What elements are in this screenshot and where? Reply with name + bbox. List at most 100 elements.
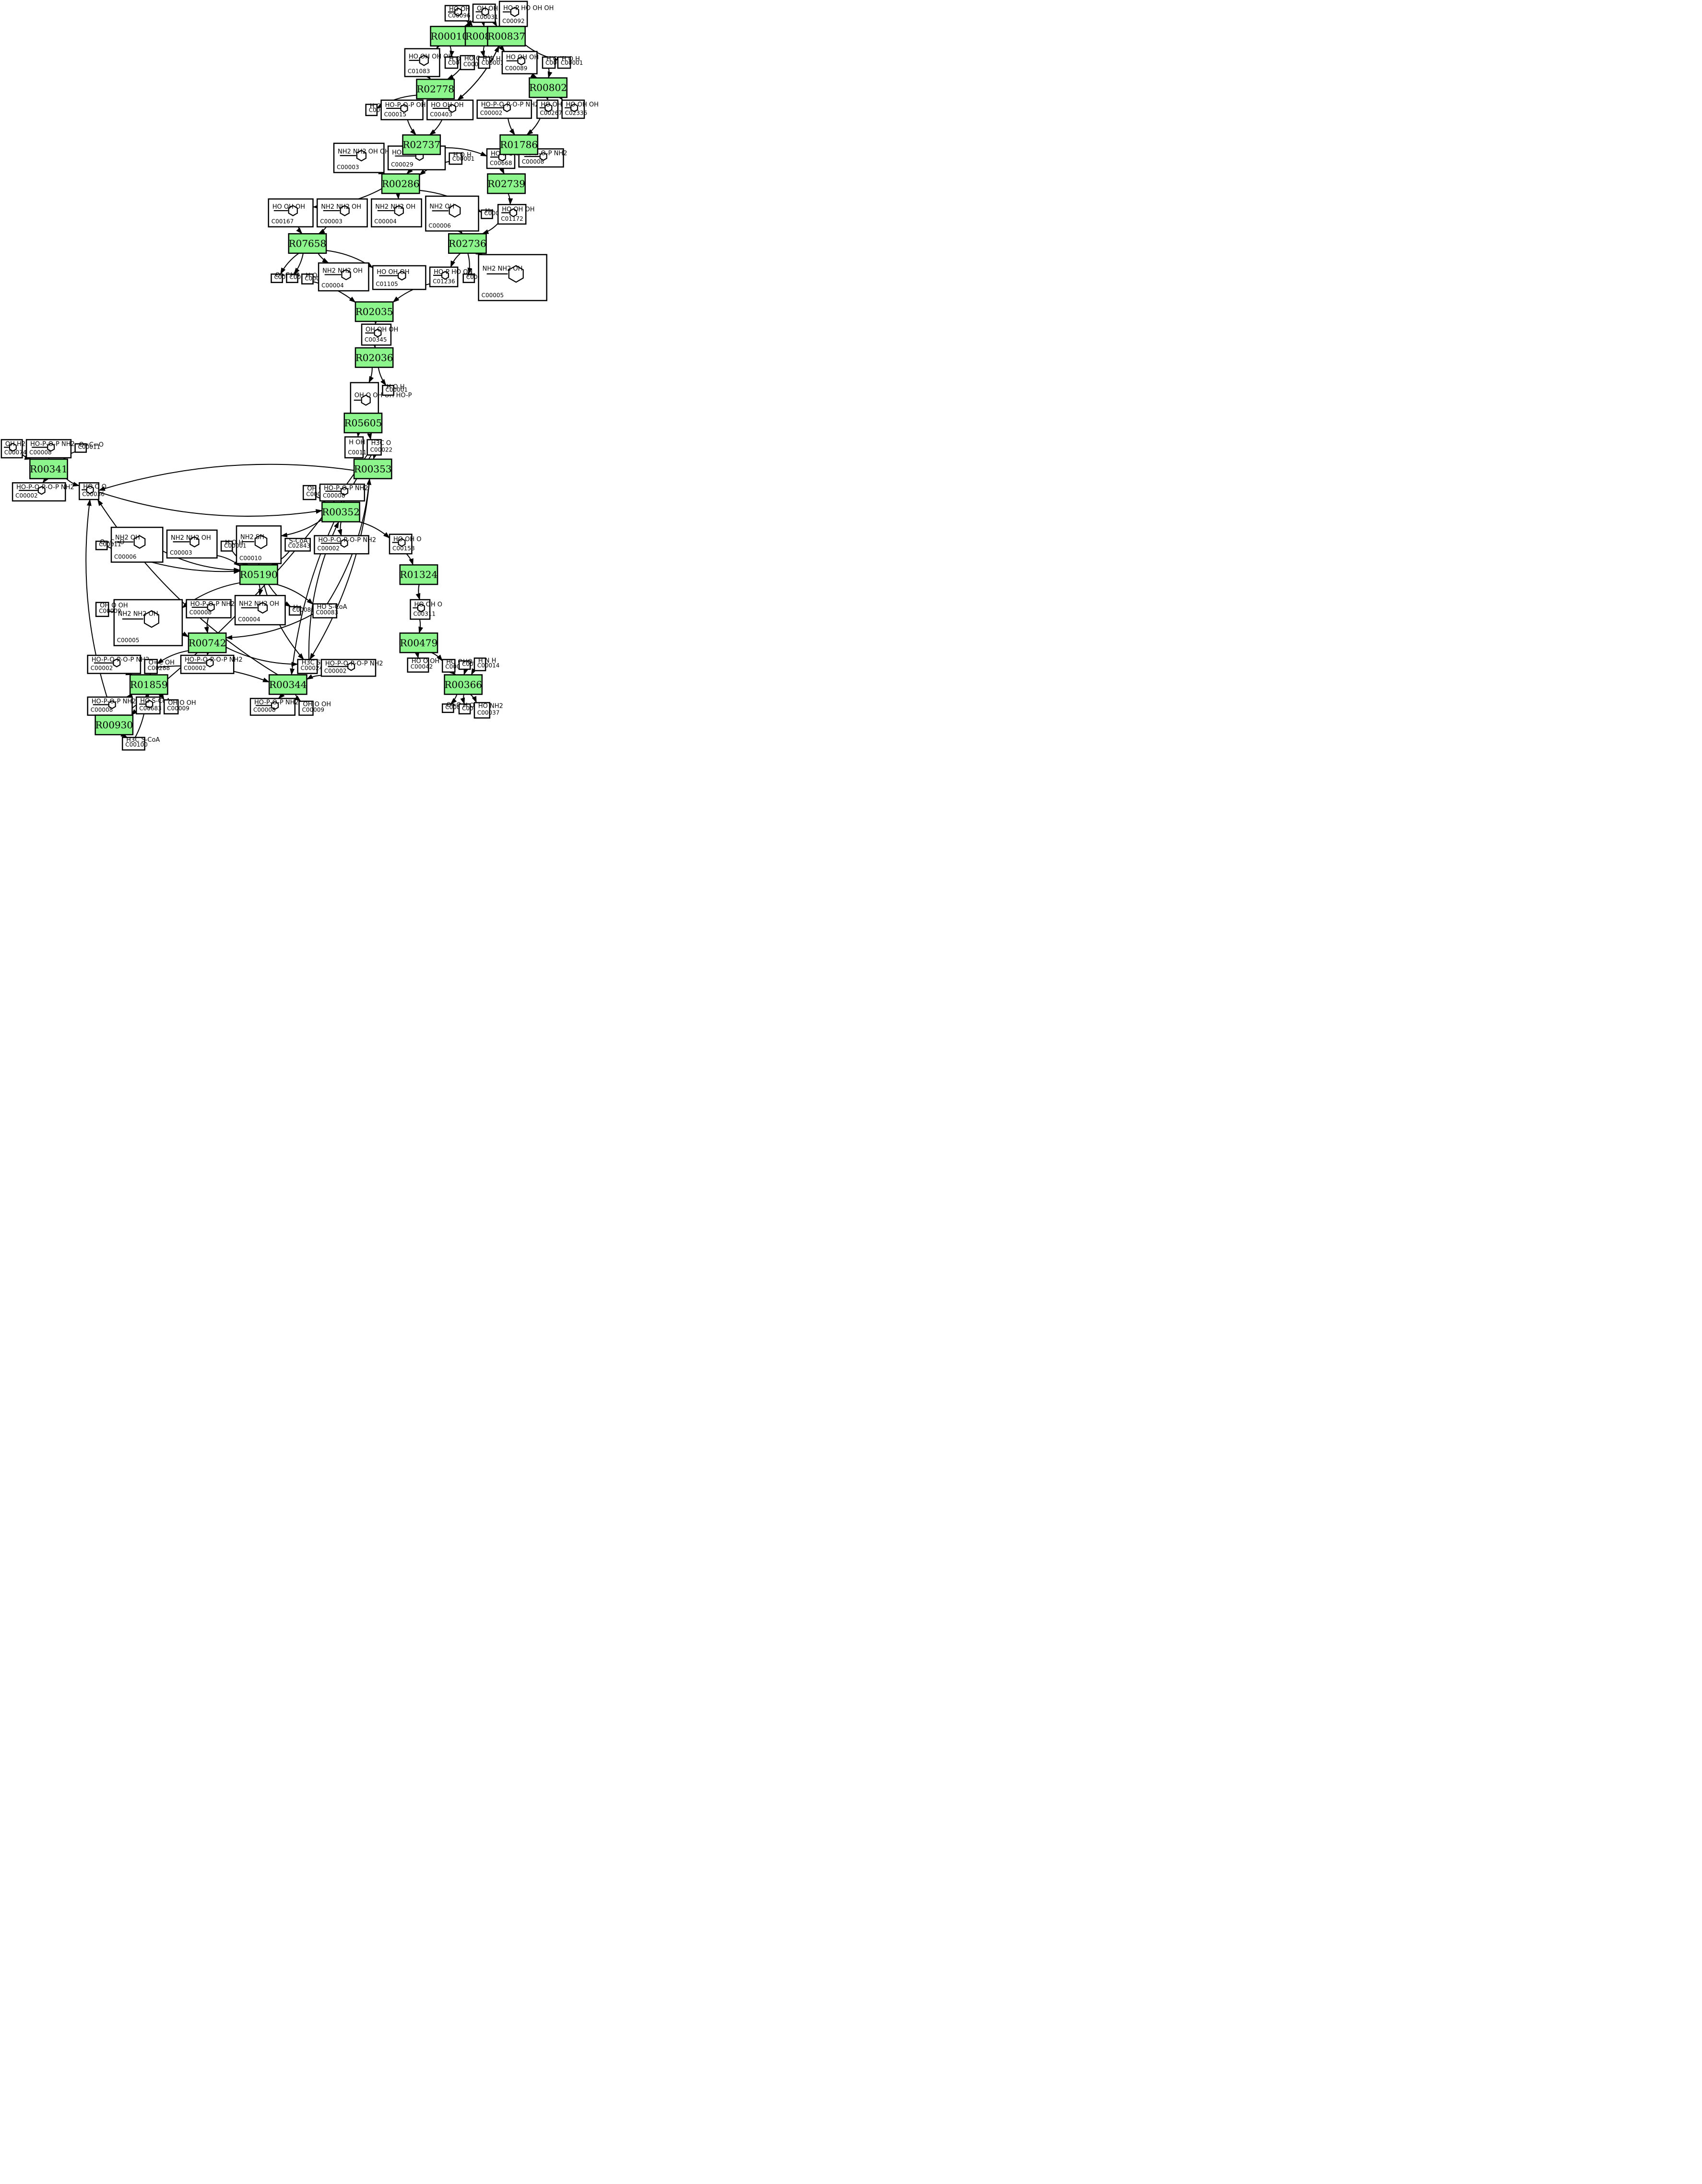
reaction-R02035[interactable]: R02035 (355, 301, 394, 322)
molecule-ring (207, 603, 215, 612)
reaction-R00930[interactable]: R00930 (95, 714, 134, 736)
reaction-R02739[interactable]: R02739 (487, 173, 526, 194)
edge-rxn-R00352-to-c-0002-c (337, 522, 343, 536)
molecule-ring (143, 610, 159, 628)
reaction-R02737[interactable]: R02737 (402, 134, 441, 155)
reaction-R00479[interactable]: R00479 (399, 632, 438, 653)
reaction-R00010[interactable]: R00010 (430, 25, 469, 47)
reaction-R00353[interactable]: R00353 (353, 458, 392, 479)
compound-structure-text: OH O OH (100, 602, 128, 609)
reaction-R00286[interactable]: R00286 (381, 173, 420, 194)
reaction-R02736[interactable]: R02736 (448, 233, 487, 254)
reaction-R05605[interactable]: R05605 (343, 413, 383, 434)
reaction-R02778[interactable]: R02778 (416, 79, 455, 100)
compound-structure-text: NH2 SH (240, 534, 264, 541)
reaction-R01859[interactable]: R01859 (129, 674, 168, 695)
edge-rxn-R07658-to-c-0004-b (318, 253, 329, 263)
molecule-ring (254, 534, 268, 549)
reaction-R05190[interactable]: R05190 (239, 564, 278, 585)
reaction-R00352[interactable]: R00352 (321, 501, 360, 522)
reaction-R00802[interactable]: R00802 (529, 77, 567, 98)
reaction-R00366[interactable]: R00366 (444, 674, 483, 695)
compound-box (268, 198, 314, 227)
edge-layer (22, 20, 563, 738)
reaction-R00341[interactable]: R00341 (29, 458, 68, 479)
reaction-R00742[interactable]: R00742 (188, 632, 227, 653)
reaction-R07658[interactable]: R07658 (288, 233, 327, 254)
compound-box (389, 534, 413, 555)
reaction-R02036[interactable]: R02036 (355, 347, 394, 368)
reaction-R00837[interactable]: R00837 (487, 25, 526, 47)
reaction-label: R01786 (500, 139, 538, 151)
molecule-ring (441, 271, 449, 280)
reaction-R01324[interactable]: R01324 (399, 564, 438, 585)
compound-id-label: C00683 (139, 705, 162, 712)
compound-box (286, 273, 298, 283)
edge-c-0022-to-rxn-R00344 (290, 454, 372, 676)
reaction-R01786[interactable]: R01786 (499, 134, 539, 155)
edge-rxn-R00353-to-c-0024 (309, 478, 370, 660)
compound-node[interactable]: H+C00080 (288, 604, 315, 616)
compound-structure-text: HO-P-O-P NH2 (30, 441, 75, 448)
reaction-R00344[interactable]: R00344 (268, 674, 307, 695)
